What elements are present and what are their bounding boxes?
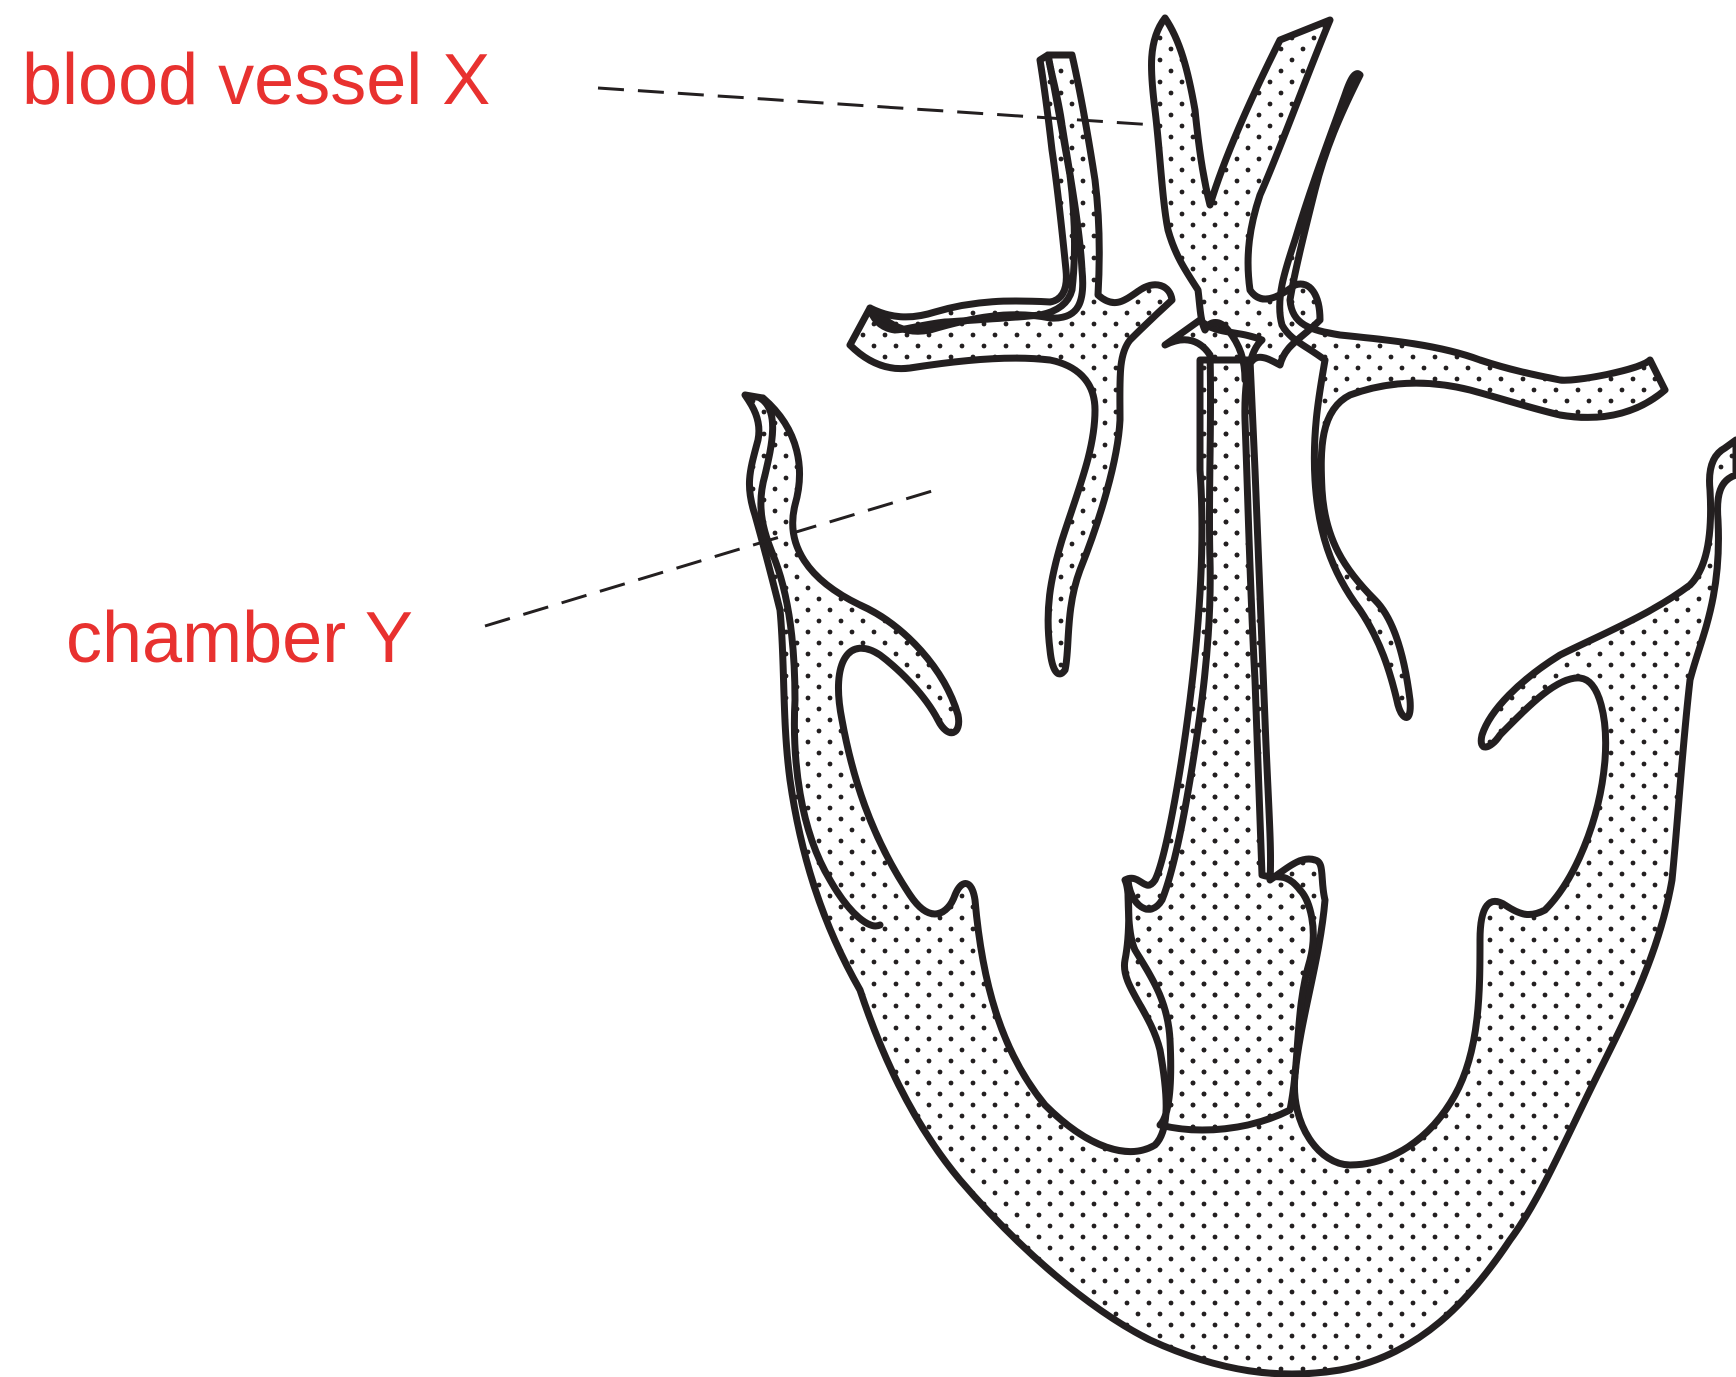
vena-cava [870, 55, 1074, 330]
pulmonary-artery-left [850, 55, 1172, 674]
leader-line-y [485, 488, 942, 626]
pulmonary-artery-right [1280, 74, 1665, 718]
label-blood-vessel-x: blood vessel X [22, 44, 490, 116]
label-chamber-y: chamber Y [66, 602, 413, 674]
